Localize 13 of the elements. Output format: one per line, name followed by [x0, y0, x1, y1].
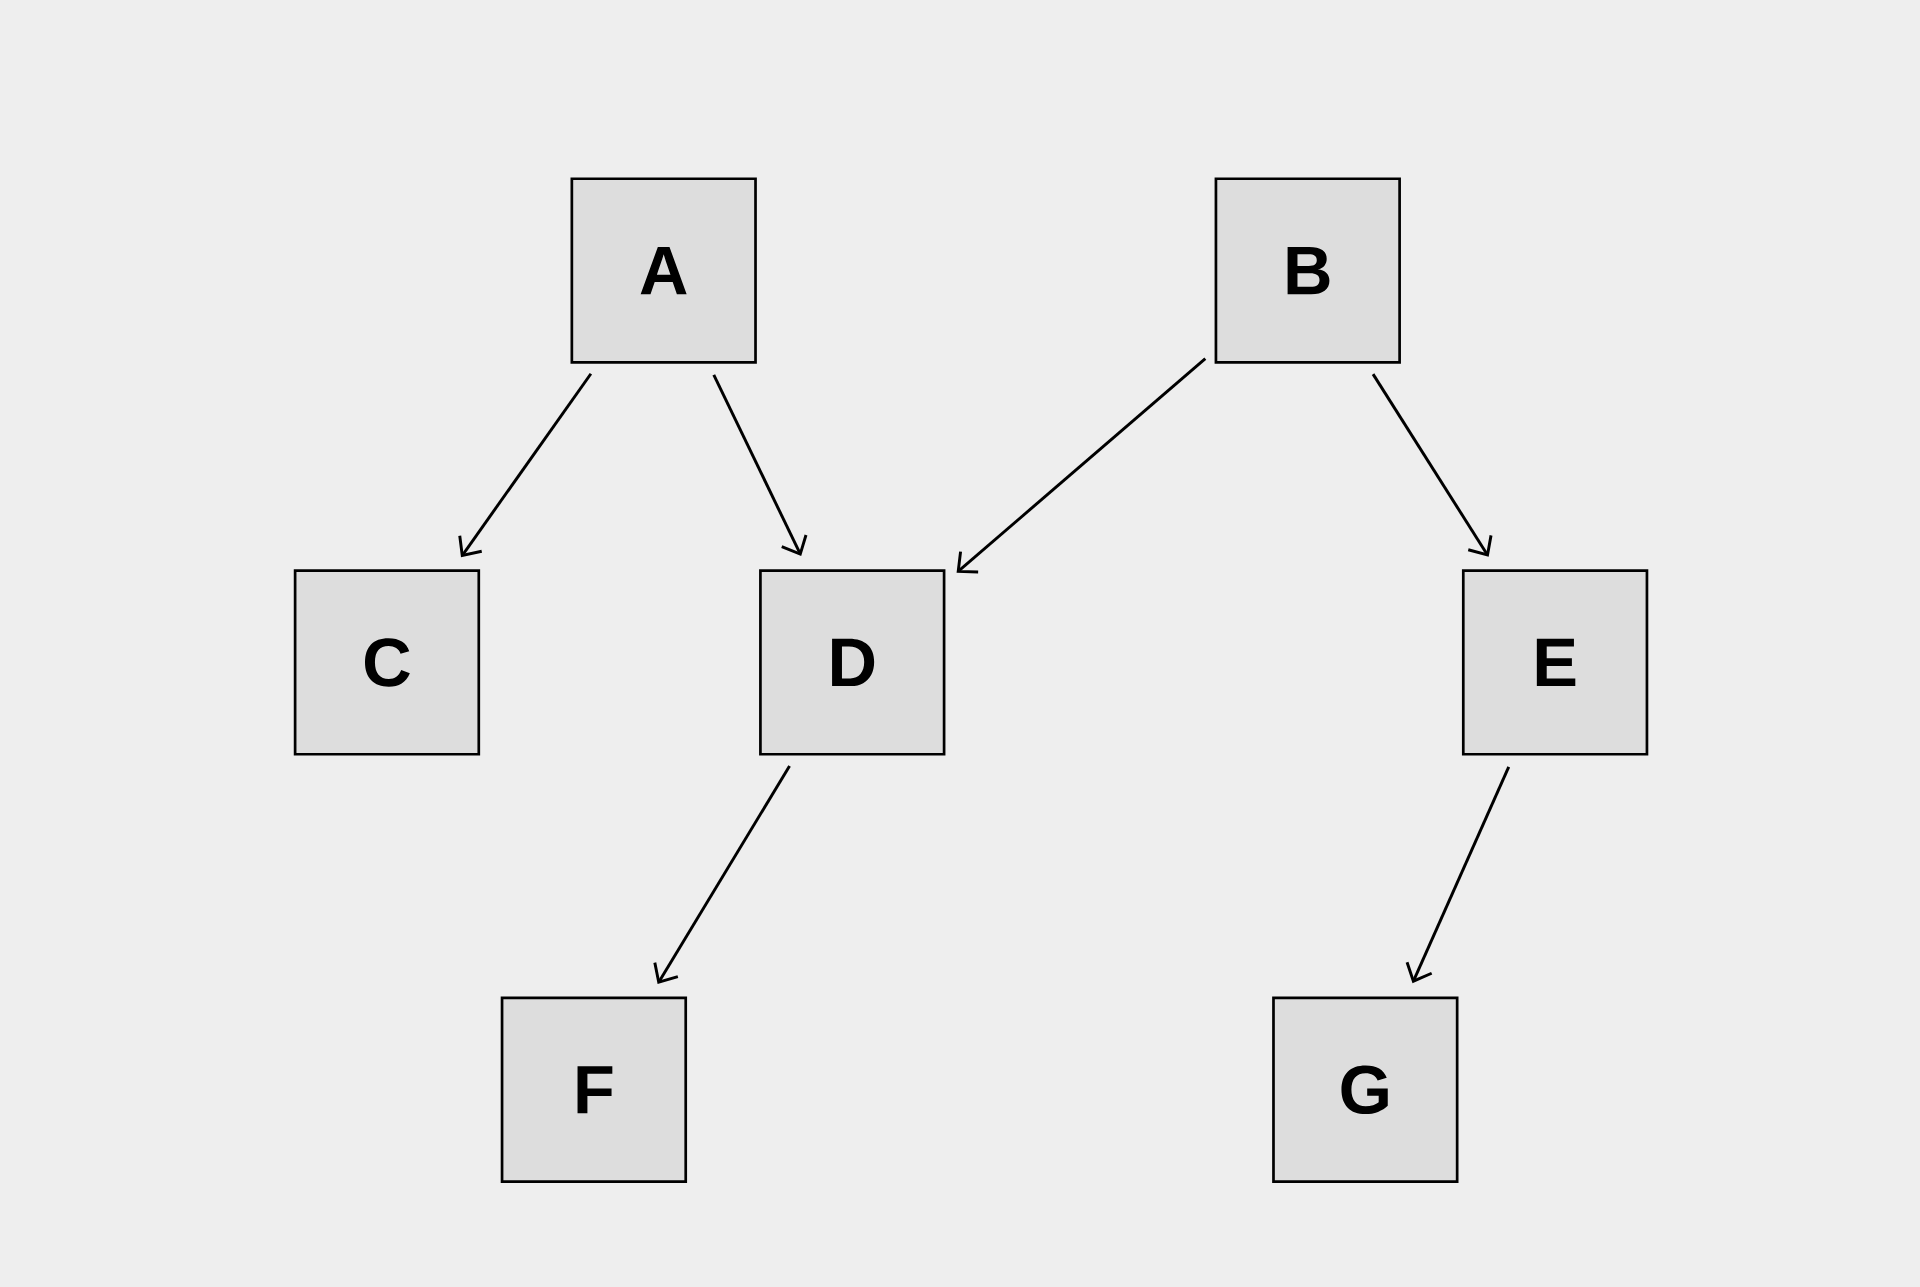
- letter-box: F: [500, 996, 688, 1183]
- letter-box: C: [293, 569, 481, 756]
- letter-box: A: [570, 177, 757, 364]
- arrow: [712, 374, 808, 557]
- letter-box: G: [1272, 996, 1459, 1183]
- arrow: [458, 372, 593, 558]
- letter-box: B: [1214, 177, 1401, 364]
- letter-box: E: [1461, 569, 1649, 756]
- arrow: [1371, 373, 1493, 557]
- arrow: [1405, 766, 1511, 984]
- letter-box: D: [759, 569, 946, 756]
- arrow: [956, 357, 1207, 574]
- arrow: [653, 765, 791, 985]
